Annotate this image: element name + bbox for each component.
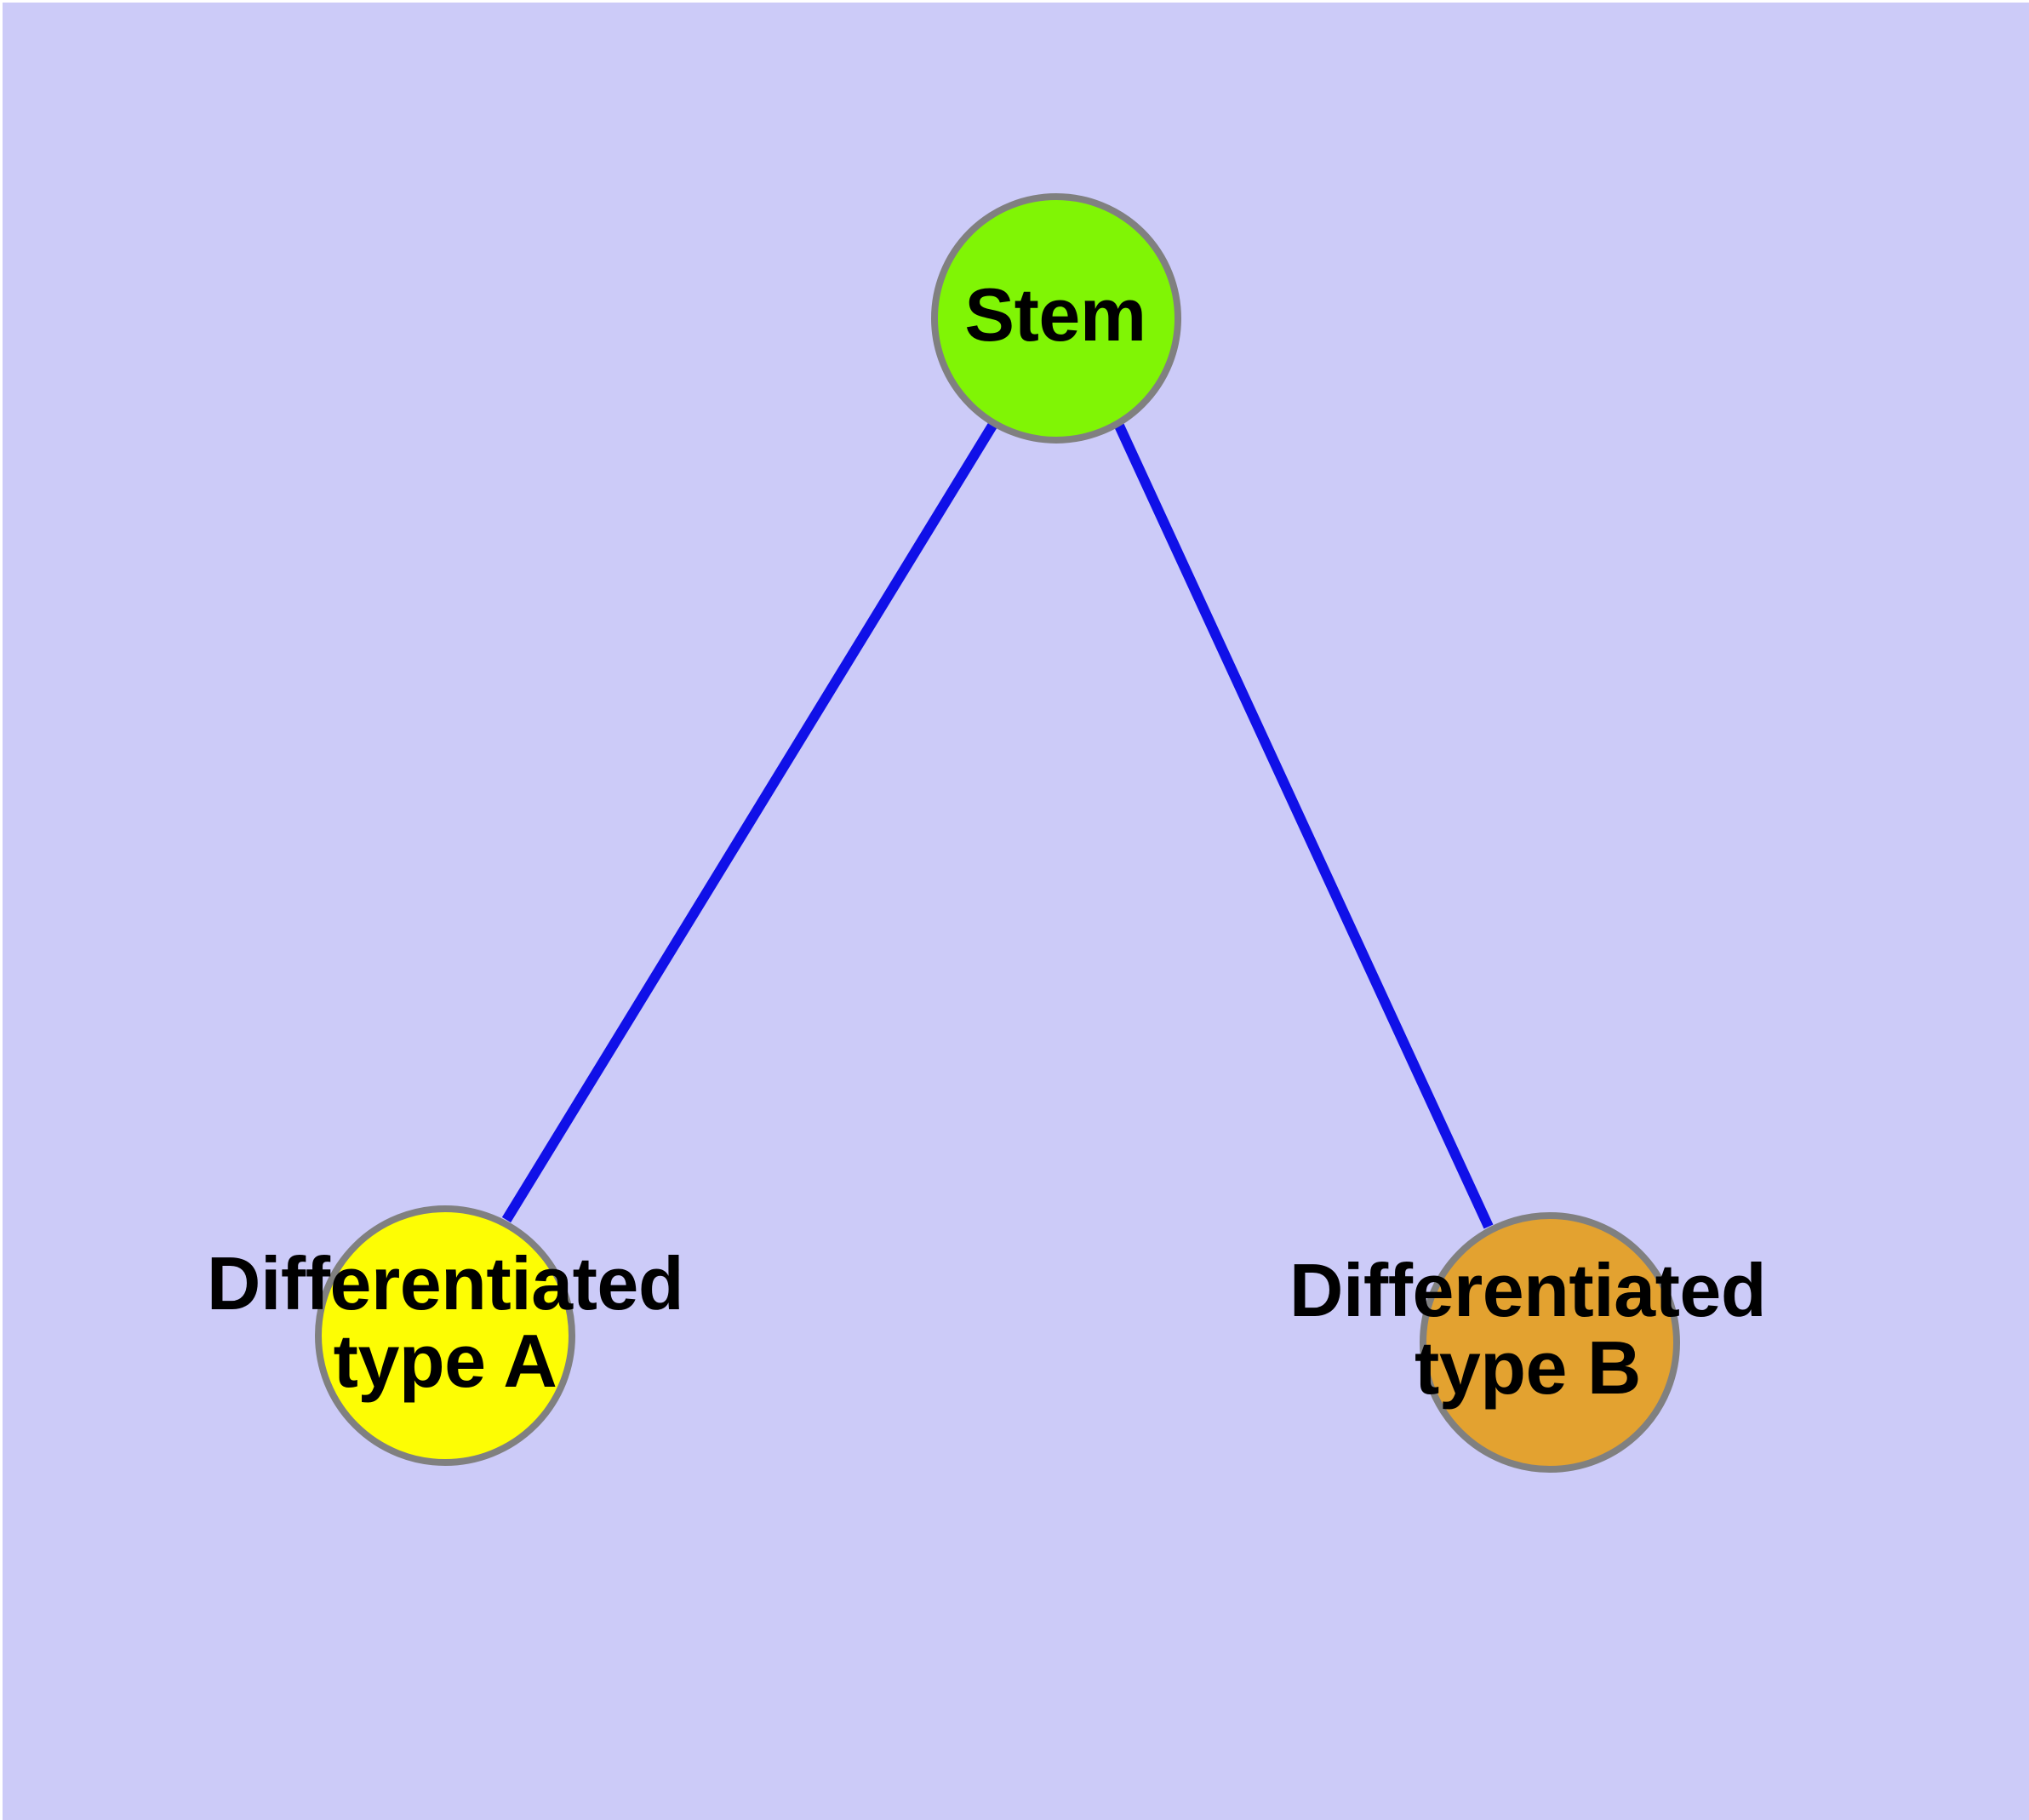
node-layer [315,193,1680,1473]
node-circle-differentiated-b[interactable] [1420,1212,1680,1473]
edge-stem-to-differentiated-a[interactable] [501,422,997,1223]
graph-svg [315,193,1680,1473]
edge-layer [501,422,1494,1229]
edge-stem-to-differentiated-b[interactable] [1114,423,1494,1229]
node-circle-stem[interactable] [931,193,1181,444]
node-circle-differentiated-a[interactable] [315,1205,575,1466]
